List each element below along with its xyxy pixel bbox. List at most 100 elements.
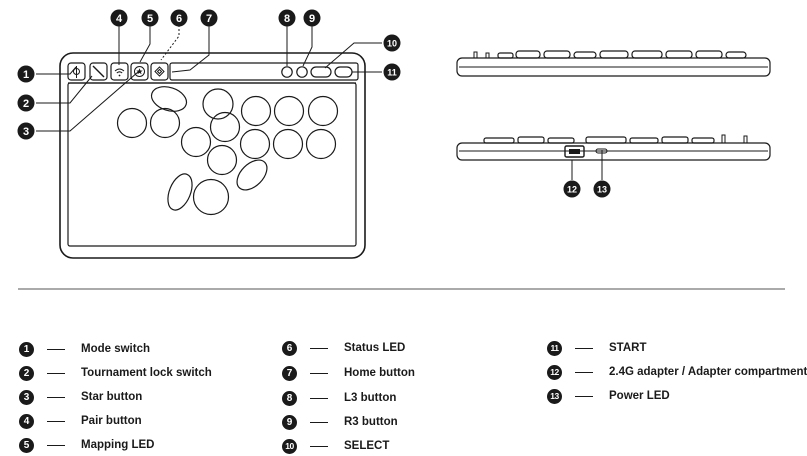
legend-label: Pair button [81,415,142,427]
legend-number: 12 [547,364,562,380]
action-button[interactable] [116,107,148,139]
legend-item: 7 Home button [282,363,415,383]
legend-dash [575,395,593,397]
legend-label: 2.4G adapter / Adapter compartment [609,366,807,378]
legend-number: 7 [282,365,297,381]
movement-button-left[interactable] [163,170,197,213]
svg-text:6: 6 [176,13,182,25]
select-button[interactable] [310,66,332,78]
movement-button-right[interactable] [231,154,272,195]
legend-item: 5 Mapping LED [19,435,154,455]
action-button[interactable] [273,95,305,127]
controller-diagram: 1 2 3 4 5 6 7 8 9 10 11 12 13 [17,9,785,290]
legend-dash [47,420,65,422]
callout-8: 8 [278,9,296,27]
legend-item: 12 2.4G adapter / Adapter compartment [547,362,807,382]
legend-number: 3 [19,389,34,405]
legend-dash [47,396,65,398]
legend-number: 2 [19,365,34,381]
legend-dash [310,372,328,374]
action-button[interactable] [192,178,230,216]
svg-text:9: 9 [309,13,315,25]
action-button[interactable] [307,95,339,127]
svg-text:10: 10 [387,39,397,49]
controller-top-view [59,52,366,259]
l3-button[interactable] [281,66,293,78]
action-button[interactable] [202,88,234,120]
legend-item: 6 Status LED [282,338,405,358]
action-button[interactable] [206,144,238,176]
callout-12: 12 [563,180,581,198]
callout-6: 6 [170,9,188,27]
mode-switch[interactable] [67,62,86,81]
callout-3: 3 [17,122,35,140]
action-button[interactable] [305,128,337,160]
legend-dash [47,444,65,446]
svg-text:13: 13 [597,185,607,195]
legend-number: 1 [19,341,34,357]
callout-5: 5 [141,9,159,27]
callout-7: 7 [200,9,218,27]
svg-text:1: 1 [23,69,29,81]
legend-number: 5 [19,437,34,453]
legend-dash [310,347,328,349]
legend-label: Mode switch [81,343,151,355]
legend-dash [47,372,65,374]
svg-text:2: 2 [23,98,29,110]
svg-text:3: 3 [23,126,29,138]
legend-number: 4 [19,413,34,429]
callout-10: 10 [383,34,401,52]
legend-number: 9 [282,414,297,430]
svg-text:5: 5 [147,13,153,25]
start-button[interactable] [334,66,353,78]
legend-label: Tournament lock switch [81,367,212,379]
legend-item: 13 Power LED [547,386,670,406]
controller-side-view-bottom [456,134,771,161]
legend-dash [575,371,593,373]
action-button[interactable] [209,111,241,143]
legend-item: 2 Tournament lock switch [19,363,212,383]
legend-number: 13 [547,388,562,404]
svg-text:7: 7 [206,13,212,25]
legend-number: 10 [282,438,297,454]
home-button[interactable] [150,62,169,81]
home-icon [154,66,165,77]
action-button[interactable] [272,128,304,160]
legend-item: 4 Pair button [19,411,142,431]
legend-item: 8 L3 button [282,388,396,408]
action-button[interactable] [240,95,272,127]
action-button[interactable] [180,126,212,158]
movement-button-up[interactable] [148,83,189,116]
star-button[interactable] [130,62,149,81]
legend-dash [310,445,328,447]
star-icon [136,68,143,75]
action-button[interactable] [239,128,271,160]
legend-label: Power LED [609,390,670,402]
legend-label: Mapping LED [81,439,155,451]
legend-number: 8 [282,390,297,406]
svg-text:8: 8 [284,13,290,25]
controller-side-view-top [456,50,771,77]
callout-13: 13 [593,180,611,198]
action-button[interactable] [149,107,181,139]
legend-label: Home button [344,367,415,379]
callout-1: 1 [17,65,35,83]
tournament-lock-switch[interactable] [89,62,108,81]
r3-button[interactable] [296,66,308,78]
button-panel [67,82,357,247]
legend-number: 6 [282,340,297,356]
svg-text:11: 11 [387,68,397,78]
legend-dash [575,347,593,349]
legend-label: Status LED [344,342,406,354]
legend-label: START [609,342,647,354]
legend-label: R3 button [344,416,398,428]
wifi-icon [114,68,125,74]
legend-label: L3 button [344,392,397,404]
svg-text:4: 4 [116,13,123,25]
legend-dash [310,421,328,423]
adapter-compartment[interactable] [564,145,585,158]
